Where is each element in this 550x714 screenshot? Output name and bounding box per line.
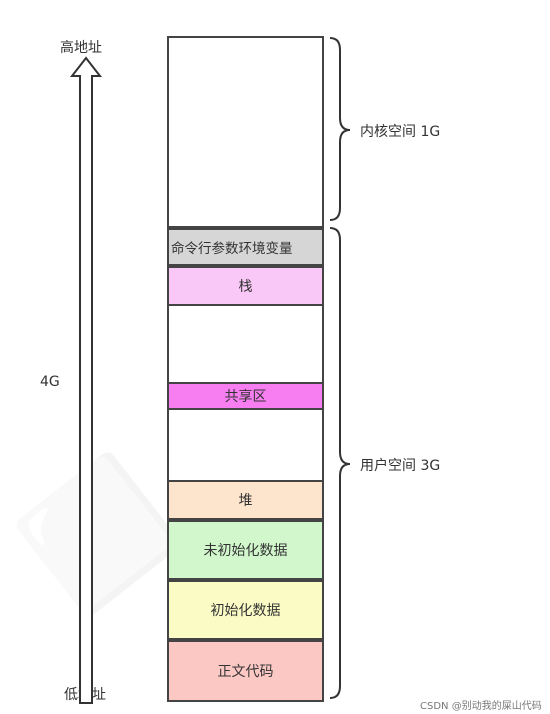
heap-gap [167,410,324,480]
total-size-label: 4G [40,374,60,390]
kernel-space-brace [329,37,351,221]
stack-heap-gap [167,306,324,382]
kernel-space-label: 内核空间 1G [360,124,441,140]
high-address-label: 高地址 [60,40,102,56]
user-space-brace [329,227,351,699]
csdn-credit: CSDN @别动我的屎山代码 [420,701,542,712]
text-segment: 正文代码 [167,640,324,702]
heap-segment: 堆 [167,480,324,520]
data-segment: 初始化数据 [167,580,324,640]
kernel-segment [167,36,324,228]
env-segment: 命令行参数环境变量 [167,228,324,266]
stack-segment: 栈 [167,266,324,306]
address-up-arrow [69,56,103,704]
user-space-label: 用户空间 3G [360,458,441,474]
shared-segment: 共享区 [167,382,324,410]
bss-segment: 未初始化数据 [167,520,324,580]
